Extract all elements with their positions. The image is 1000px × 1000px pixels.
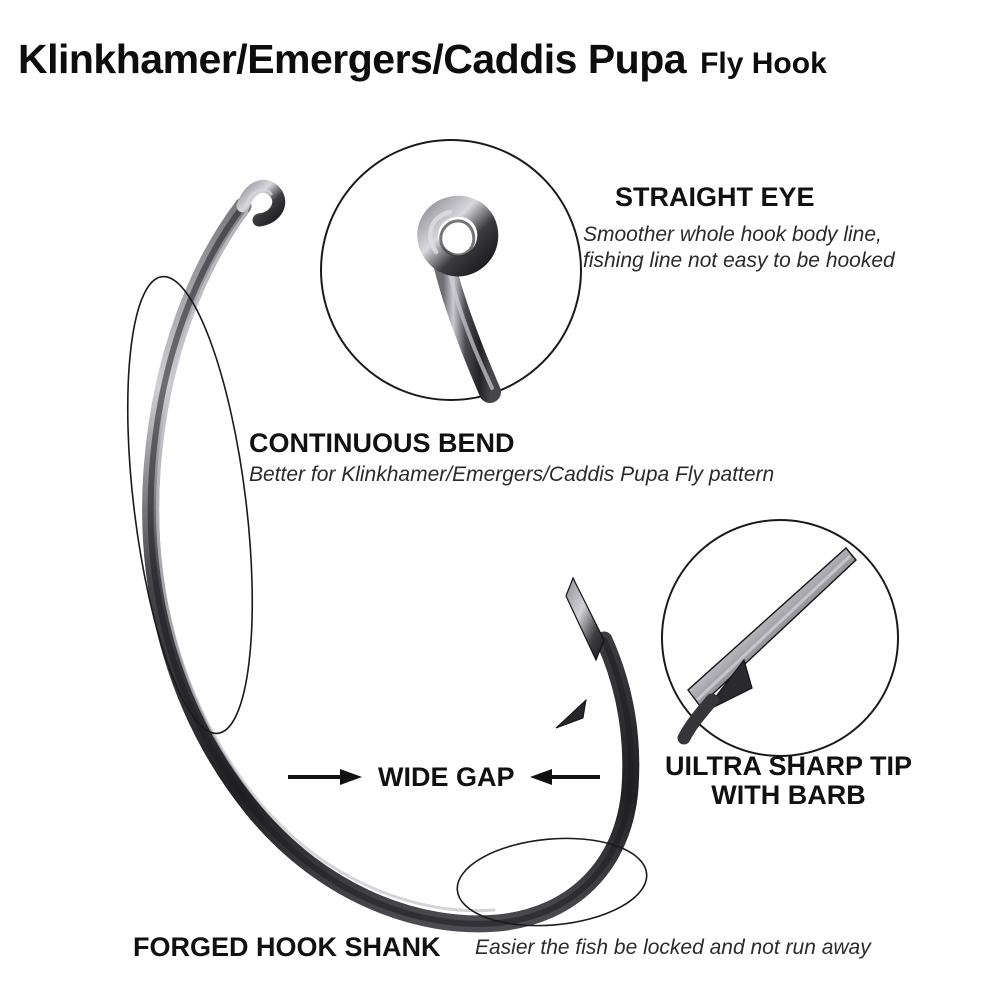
callout-forged-hook-shank-subtext: Easier the fish be locked and not run aw… [475, 936, 871, 959]
callout-ultra-sharp-tip-heading: UILTRA SHARP TIP WITH BARB [665, 751, 913, 811]
callout-wide-gap-heading: WIDE GAP [378, 762, 515, 792]
callout-ultra-sharp-tip-heading-line2: WITH BARB [711, 780, 866, 811]
continuous-bend-highlight-ellipse [126, 275, 254, 735]
ultra-sharp-tip-detail-circle [661, 519, 899, 757]
title-main-text: Klinkhamer/Emergers/Caddis Pupa [18, 36, 687, 82]
page-title: Klinkhamer/Emergers/Caddis Pupa Fly Hook [18, 36, 988, 83]
callout-straight-eye-subtext-line1: Smoother whole hook body line, [583, 223, 882, 246]
callout-straight-eye-subtext: Smoother whole hook body line, fishing l… [583, 222, 895, 273]
callout-straight-eye-heading: STRAIGHT EYE [615, 182, 815, 212]
fly-hook-illustration [142, 179, 640, 933]
callout-ultra-sharp-tip-heading-line1: UILTRA SHARP TIP [665, 751, 913, 781]
forged-shank-highlight-ellipse [456, 837, 648, 927]
title-suffix-text: Fly Hook [700, 47, 827, 80]
callout-continuous-bend-heading: CONTINUOUS BEND [249, 428, 515, 458]
straight-eye-detail-circle [320, 139, 582, 403]
callout-continuous-bend-subtext: Better for Klinkhamer/Emergers/Caddis Pu… [249, 463, 775, 486]
callout-straight-eye-subtext-line2: fishing line not easy to be hooked [583, 248, 895, 272]
callout-forged-hook-shank-heading: FORGED HOOK SHANK [133, 932, 441, 962]
wide-gap-arrow-left [288, 769, 362, 785]
wide-gap-arrow-right [530, 769, 600, 785]
